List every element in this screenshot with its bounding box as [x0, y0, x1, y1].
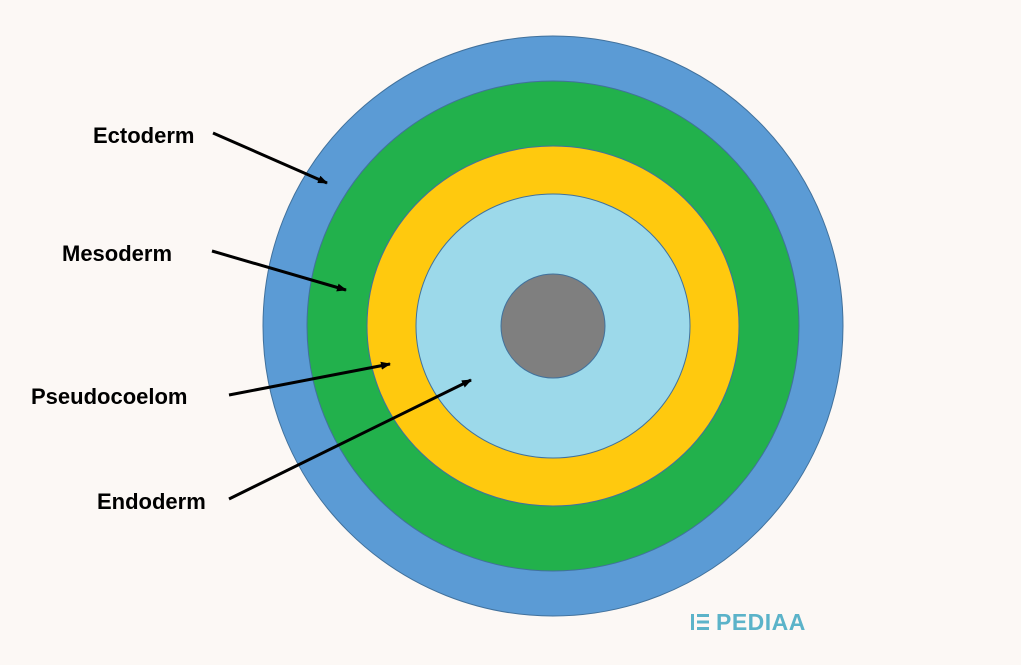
- labels: Ectoderm Mesoderm Pseudocoelom Endoderm: [31, 123, 206, 514]
- endoderm-arrow: [228, 378, 472, 501]
- arrows: [211, 131, 472, 501]
- mesoderm-label: Mesoderm: [62, 241, 172, 266]
- gut-core: [500, 273, 606, 379]
- mesoderm-arrow: [211, 249, 347, 292]
- pediaa-logo: PEDIAA: [690, 608, 806, 636]
- pediaa-logo-text: PEDIAA: [716, 608, 806, 635]
- concentric-rings: [262, 35, 844, 617]
- pseudocoelom-arrow: [228, 361, 391, 397]
- pseudocoelom-label: Pseudocoelom: [31, 384, 187, 409]
- endoderm-label: Endoderm: [97, 489, 206, 514]
- ectoderm-label: Ectoderm: [93, 123, 194, 148]
- pediaa-logo-icon: [691, 614, 709, 630]
- ectoderm-arrow: [212, 131, 328, 185]
